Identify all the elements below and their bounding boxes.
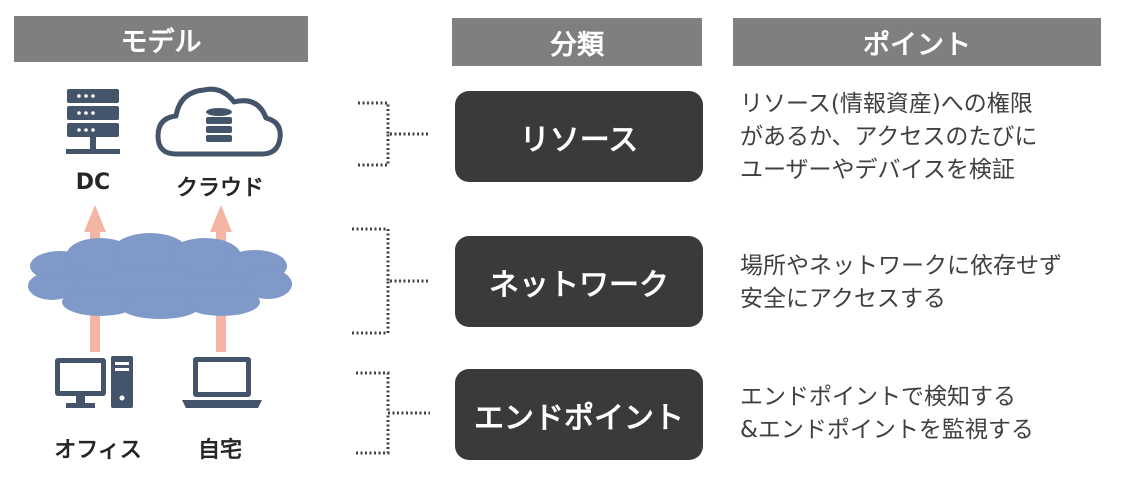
brace-network [352,227,430,335]
brace-resource [358,101,430,167]
point-line: 場所やネットワークに依存せず [740,253,1062,279]
point-resource-text: リソース(情報資産)への権限 があるか、アクセスのたびに ユーザーやデバイスを検… [740,88,1115,187]
point-network-text: 場所やネットワークに依存せず 安全にアクセスする [740,250,1115,316]
model-header: モデル [14,16,308,62]
cloud-database-icon [155,86,283,157]
desktop-computer-icon [55,356,133,408]
brace-endpoint [356,371,430,455]
server-icon [66,89,120,154]
network-cloud-icon [28,233,292,319]
point-line: ユーザーやデバイスを検証 [740,157,1015,183]
category-network-box: ネットワーク [455,236,703,327]
point-line: があるか、アクセスのたびに [740,124,1038,150]
point-line: 安全にアクセスする [740,286,946,312]
laptop-icon [182,357,262,408]
dc-label: DC [75,170,111,195]
category-header: 分類 [452,18,702,66]
point-line: リソース(情報資産)への権限 [740,91,1033,117]
office-label: オフィス [54,438,142,463]
point-header: ポイント [733,18,1101,66]
home-label: 自宅 [197,438,242,463]
point-endpoint-text: エンドポイントで検知する &エンドポイントを監視する [740,381,1115,447]
cloud-label: クラウド [175,176,264,201]
category-endpoint-box: エンドポイント [455,369,703,460]
category-resource-box: リソース [455,91,703,182]
point-line: エンドポイントで検知する [740,384,1016,410]
point-line: &エンドポイントを監視する [740,417,1034,443]
